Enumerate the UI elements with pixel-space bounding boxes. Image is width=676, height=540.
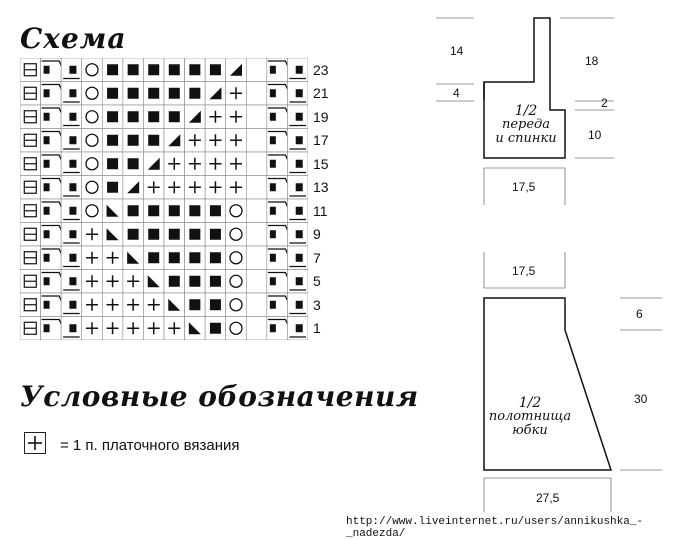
- dim-bodice-height: 10: [588, 128, 602, 142]
- bodice-label: 1/2 переда и спинки: [486, 104, 566, 146]
- skirt-label-line3: юбки: [512, 423, 548, 438]
- skirt-label-line2: полотнища: [488, 409, 572, 424]
- decrease-left-icon: [101, 222, 124, 247]
- decrease-left-icon: [184, 316, 206, 340]
- row-number: 13: [313, 179, 329, 196]
- bodice-label-fraction: 1/2: [514, 103, 538, 119]
- yarn-over-icon: [81, 104, 103, 129]
- row-number: 19: [313, 108, 329, 125]
- garter-stitch-icon: [122, 292, 144, 317]
- yarn-over-icon: [225, 198, 247, 223]
- row-number: 11: [313, 202, 328, 219]
- row-number: 21: [313, 85, 329, 102]
- legend-text: = 1 п. платочного вязания: [60, 437, 240, 454]
- dim-top-right-height: 18: [585, 54, 599, 68]
- edge-stitch-icon: [20, 245, 41, 270]
- row-number: 15: [313, 155, 329, 172]
- edge-stitch-icon: [20, 175, 41, 200]
- edge-stitch-icon: [20, 104, 41, 129]
- decrease-left-icon: [163, 292, 185, 317]
- dim-shoulder-step: 2: [601, 96, 608, 110]
- cable-cross-icon: [40, 128, 68, 153]
- edge-stitch-icon: [20, 128, 41, 153]
- dim-skirt-height: 30: [634, 392, 648, 406]
- decrease-left-icon: [101, 198, 124, 223]
- cable-end-icon: [287, 292, 308, 317]
- garter-stitch-icon: [163, 175, 185, 200]
- skirt-outline: [483, 297, 613, 471]
- row-number: 17: [313, 132, 329, 149]
- decrease-icon: [204, 81, 227, 106]
- row-number: 1: [313, 320, 321, 337]
- scheme-title: Схема: [20, 22, 127, 55]
- bodice-label-line3: и спинки: [495, 131, 557, 146]
- garter-stitch-icon: [225, 151, 247, 176]
- row-number: 7: [313, 249, 321, 266]
- row-number: 23: [313, 61, 329, 78]
- row-number: 3: [313, 296, 321, 313]
- legend-title: Условные обозначения: [20, 380, 419, 413]
- knitting-chart: [20, 58, 308, 340]
- skirt-label-fraction: 1/2: [518, 395, 542, 411]
- yarn-over-icon: [225, 222, 247, 247]
- garter-stitch-icon: [204, 175, 227, 200]
- cable-cross-icon: [266, 198, 295, 223]
- dim-skirt-bottom-width: 27,5: [536, 491, 560, 505]
- dim-bodice-width: 17,5: [512, 180, 536, 194]
- bodice-strap: [483, 17, 551, 100]
- decrease-left-icon: [143, 269, 165, 294]
- garter-stitch-icon: [184, 128, 206, 153]
- garter-stitch-icon: [81, 269, 103, 294]
- garter-stitch-icon: [81, 245, 103, 270]
- watermark-url: http://www.liveinternet.ru/users/annikus…: [346, 516, 644, 540]
- garter-stitch-icon: [101, 316, 124, 340]
- garter-stitch-icon: [143, 175, 165, 200]
- yarn-over-icon: [225, 316, 247, 340]
- dim-strap-step: 4: [453, 86, 460, 100]
- garter-stitch-icon: [204, 104, 227, 129]
- row-number: 9: [313, 226, 321, 243]
- cable-cross-icon: [40, 175, 68, 200]
- decrease-icon: [163, 128, 185, 153]
- dim-skirt-upper-height: 6: [636, 307, 643, 321]
- bodice-label-line2: переда: [501, 117, 551, 132]
- yarn-over-icon: [81, 198, 103, 223]
- dim-skirt-top-width: 17,5: [512, 264, 536, 278]
- bodice-outline: [483, 80, 566, 159]
- skirt-label: 1/2 полотнища юбки: [480, 396, 580, 438]
- garter-stitch-icon: [24, 432, 46, 454]
- garter-stitch-icon: [101, 269, 124, 294]
- row-number: 5: [313, 273, 321, 290]
- dim-strap-height: 14: [450, 44, 464, 58]
- edge-stitch-icon: [20, 151, 41, 176]
